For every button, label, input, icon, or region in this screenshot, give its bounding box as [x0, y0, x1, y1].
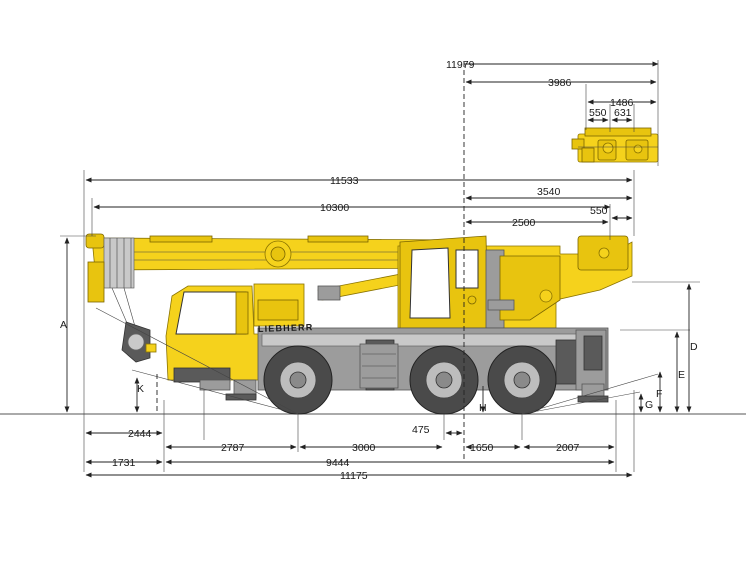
brand-label: LIEBHERR	[258, 322, 314, 334]
label-letter-d: D	[690, 341, 698, 353]
label-cw-part-a: 550	[589, 107, 607, 119]
label-rear-section: 2500	[512, 217, 536, 229]
label-letter-a: A	[60, 319, 67, 331]
clearance-lines	[95, 307, 659, 415]
label-front-overhang: 2444	[128, 428, 152, 440]
label-rear-offset: 550	[590, 205, 608, 217]
label-letter-e: E	[678, 369, 685, 381]
boom	[85, 233, 471, 303]
dimension-labels: 11979 3986 1486 550 631 11533 3540 10300…	[60, 59, 698, 482]
wheel-rear	[487, 345, 557, 415]
label-small-offset: 475	[412, 424, 430, 436]
label-rear-overhang: 2007	[556, 442, 580, 454]
label-overall-rear: 11979	[446, 59, 475, 71]
label-axle-1-2: 2787	[221, 442, 245, 454]
label-axle-2-3: 3000	[352, 442, 376, 454]
extension-lines	[60, 60, 700, 472]
label-counterweight-overhang: 3986	[548, 77, 572, 89]
label-wheelbase-total: 9444	[326, 457, 350, 469]
wheel-front	[263, 345, 333, 415]
label-letter-g: G	[645, 399, 653, 411]
label-boom-length: 10300	[320, 202, 349, 214]
label-bumper-offset: 1731	[112, 457, 136, 469]
superstructure	[397, 235, 633, 329]
carrier-cab	[165, 283, 305, 391]
label-letter-k: K	[137, 383, 144, 395]
label-counterweight-length: 1486	[610, 97, 634, 109]
label-upper-overall-length: 11533	[330, 175, 359, 187]
label-tail-radius: 3540	[537, 186, 561, 198]
label-letter-f: F	[656, 388, 662, 400]
label-rear-axle-to-center: 1650	[470, 442, 494, 454]
label-cw-part-b: 631	[614, 107, 632, 119]
label-letter-h: H	[479, 402, 487, 414]
dimension-lines	[64, 61, 692, 478]
label-overall-length: 11175	[340, 470, 368, 482]
counterweight-drawing	[571, 127, 659, 163]
wheel-middle	[409, 345, 479, 415]
hook-block	[111, 287, 157, 363]
